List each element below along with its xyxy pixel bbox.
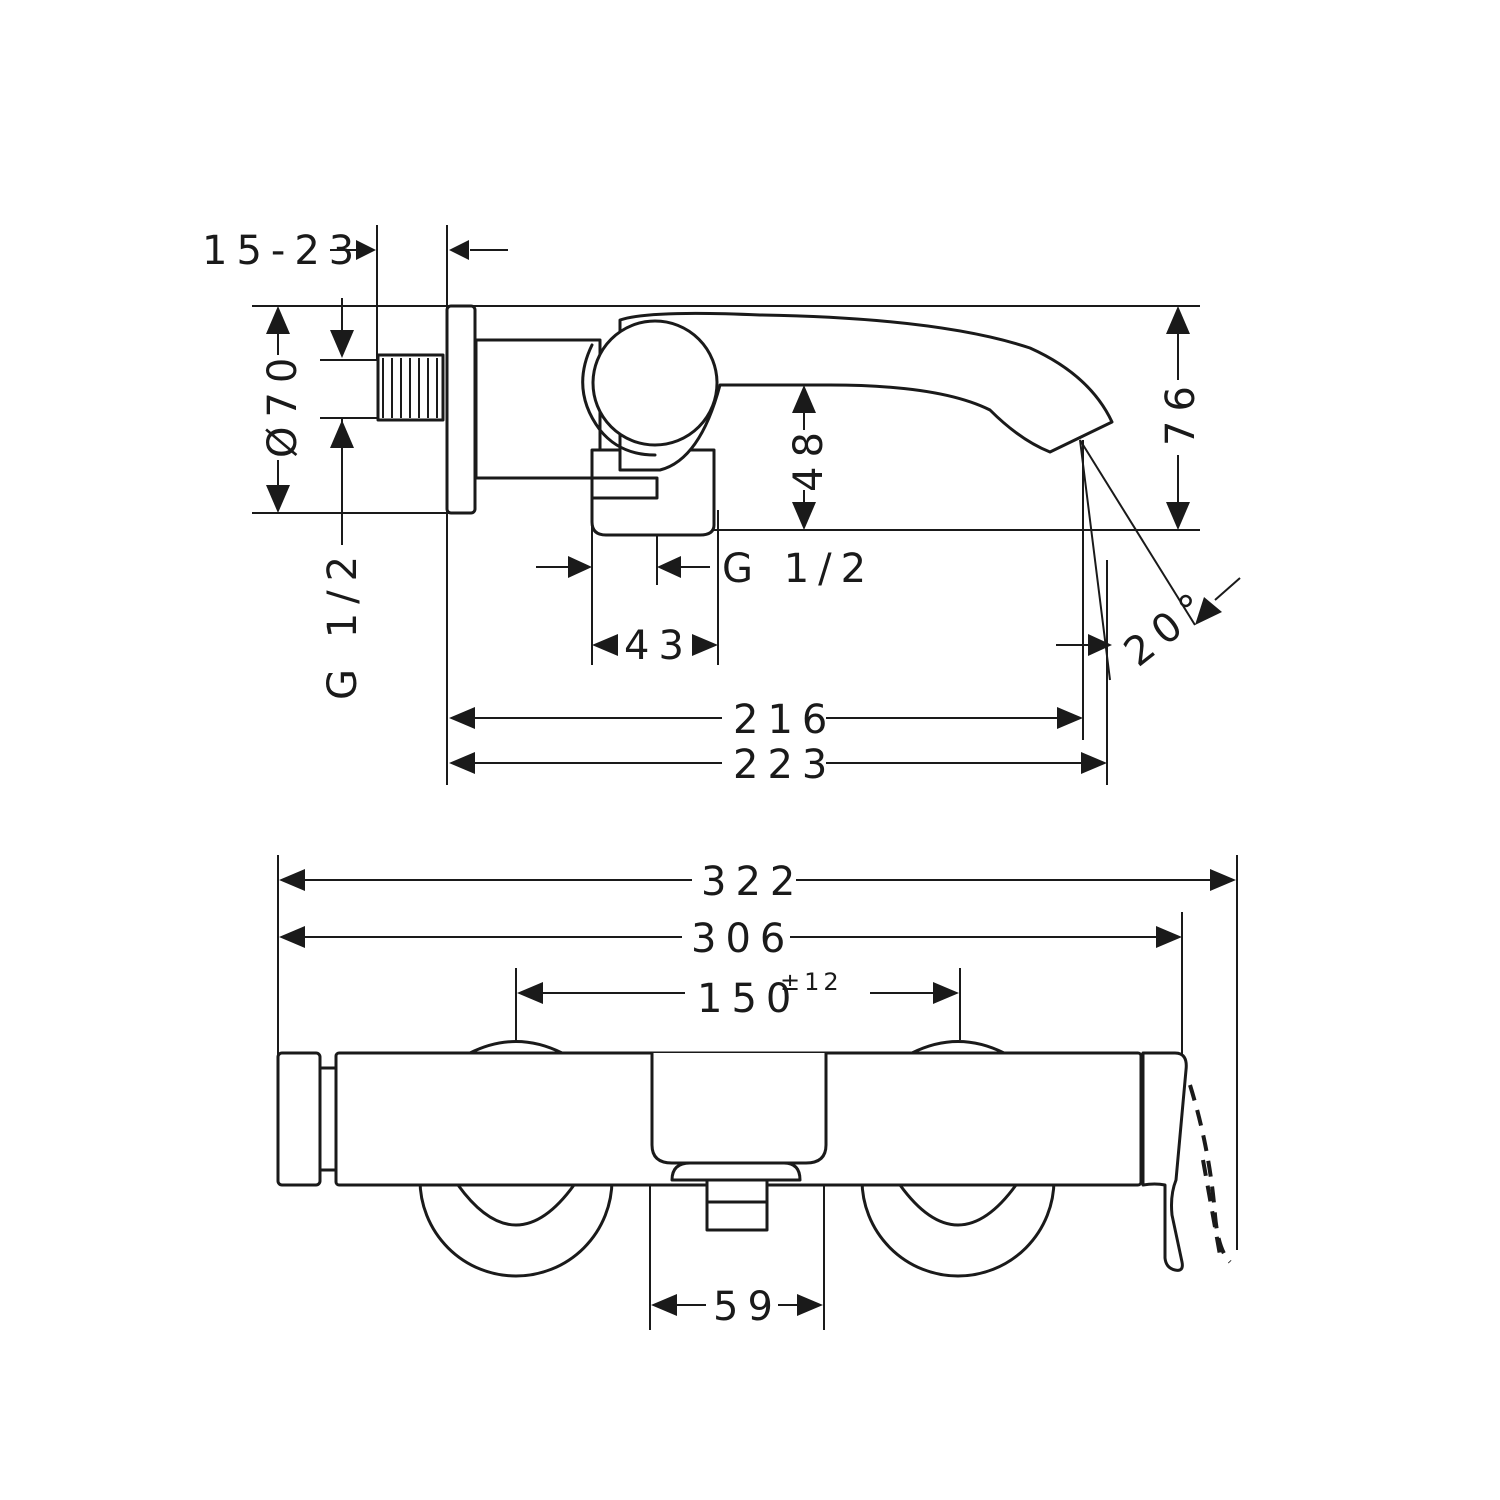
- dim-outlet-thread: G 1/2: [722, 546, 875, 592]
- dim-centers: 150: [697, 976, 800, 1022]
- dim-body-width: 306: [691, 916, 794, 962]
- outlet-nozzle-front: [705, 1200, 769, 1232]
- side-view: 15-23 Ø70 G 1/2 48 76 G 1/2 43: [202, 225, 1241, 788]
- handle-cap-left: [276, 1051, 322, 1187]
- dim-centers-tolerance: ±12: [780, 968, 843, 996]
- front-view: 322 306 150 ±12 59: [276, 855, 1238, 1330]
- dim-projection-inner: 216: [733, 697, 836, 743]
- dim-angle: 20°: [1116, 579, 1221, 676]
- outlet-thread: [590, 476, 659, 500]
- wall-flange: [445, 304, 477, 515]
- dim-projection-outer: 223: [733, 742, 836, 788]
- dim-height: 76: [1158, 377, 1204, 446]
- dim-diameter: Ø70: [260, 349, 306, 458]
- outlet-block-front: [650, 1051, 828, 1165]
- thread-connector: [376, 353, 445, 422]
- dim-connection-left: G 1/2: [320, 547, 366, 700]
- spout-end-front: [1141, 1051, 1188, 1272]
- dim-total-width: 322: [701, 859, 804, 905]
- dim-outlet-width-front: 59: [713, 1284, 782, 1330]
- outlet-thread-front: [705, 1178, 769, 1204]
- dim-outlet-height: 48: [786, 423, 832, 492]
- handle-disc: [591, 319, 719, 447]
- dim-outlet-width: 43: [624, 623, 693, 669]
- mixer-body-side: [474, 338, 602, 480]
- spout: [618, 311, 1114, 472]
- dim-wall-depth: 15-23: [202, 228, 363, 274]
